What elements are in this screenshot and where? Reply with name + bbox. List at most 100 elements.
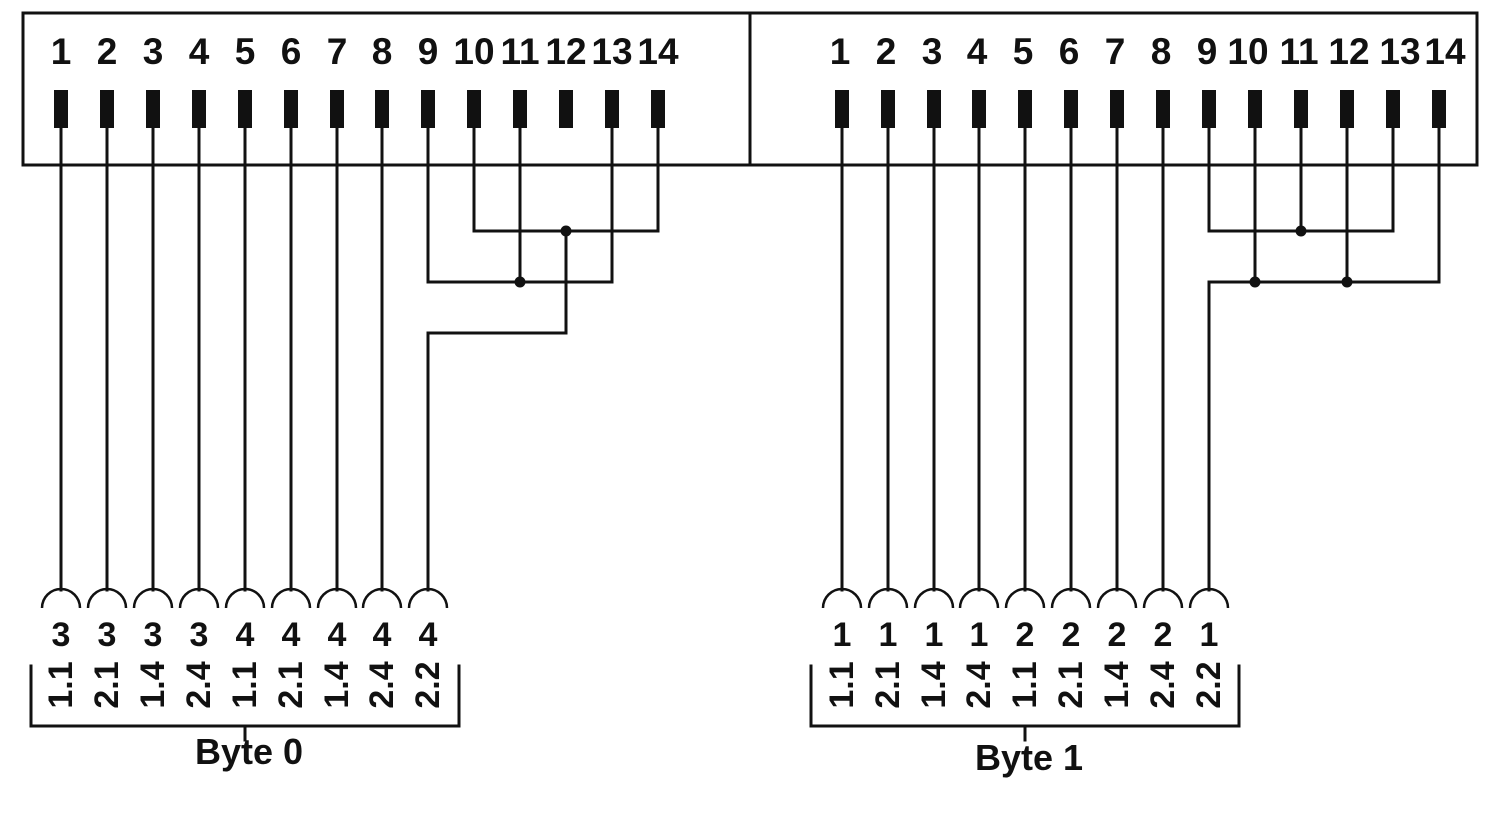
terminal-number-label: 4 [419, 616, 438, 654]
terminal-number-label: 3 [144, 616, 163, 654]
terminal-number-label: 4 [236, 616, 255, 654]
connector-pin [1110, 90, 1124, 128]
pin-number-label: 13 [591, 31, 632, 72]
terminal-socket [958, 587, 1000, 609]
pin-number-label: 10 [453, 31, 494, 72]
terminal-socket [316, 587, 358, 609]
byte-bracket [29, 664, 461, 742]
pin-number-label: 8 [372, 31, 393, 72]
pin-number-label: 4 [189, 31, 210, 72]
byte-label: Byte 0 [195, 731, 303, 772]
terminal-number-label: 3 [98, 616, 117, 654]
terminal-sub-label: 1.4 [915, 661, 953, 708]
connector-pin [100, 90, 114, 128]
connector-pin [972, 90, 986, 128]
pin-number-label: 13 [1379, 31, 1420, 72]
pin-number-label: 14 [637, 31, 679, 72]
wires [59, 126, 1441, 592]
connector-pin [192, 90, 206, 128]
terminal-sub-label: 1.1 [226, 661, 264, 708]
pin-number-label: 14 [1424, 31, 1466, 72]
pin-number-label: 4 [967, 31, 988, 72]
pin-number-label: 6 [281, 31, 302, 72]
terminal-sub-label: 2.1 [1052, 661, 1090, 708]
junction-dot [560, 225, 572, 237]
connector-pin [927, 90, 941, 128]
connector-pin [375, 90, 389, 128]
terminal-socket [1188, 587, 1230, 609]
connector-pin [1064, 90, 1078, 128]
terminal-socket [1004, 587, 1046, 609]
connector-pin [238, 90, 252, 128]
terminal-socket [132, 587, 174, 609]
byte-label: Byte 1 [975, 737, 1083, 778]
terminal-number-label: 2 [1062, 616, 1081, 654]
terminal-sub-label: 1.4 [1098, 661, 1136, 708]
pin-number-label: 3 [143, 31, 164, 72]
terminal-sub-label: 1.1 [42, 661, 80, 708]
pin-number-label: 6 [1059, 31, 1080, 72]
terminal-number-label: 4 [282, 616, 301, 654]
terminal-socket [407, 587, 449, 609]
wire [426, 229, 568, 592]
connector-pin [835, 90, 849, 128]
terminal-sub-label: 2.4 [960, 661, 998, 708]
terminal-number-label: 1 [925, 616, 944, 654]
terminal-socket [224, 587, 266, 609]
terminal-sub-label: 2.1 [272, 661, 310, 708]
pin-number-label: 5 [235, 31, 256, 72]
terminal-number-label: 2 [1016, 616, 1035, 654]
terminal-number-label: 3 [190, 616, 209, 654]
pin-number-label: 12 [1328, 31, 1369, 72]
pin-number-label: 7 [1105, 31, 1126, 72]
connector-pin [330, 90, 344, 128]
terminal-number-label: 4 [373, 616, 392, 654]
pin-number-label: 7 [327, 31, 348, 72]
pin-number-label: 10 [1227, 31, 1268, 72]
terminal-socket [821, 587, 863, 609]
terminal-socket [867, 587, 909, 609]
pin-number-label: 2 [97, 31, 118, 72]
pin-number-label: 5 [1013, 31, 1034, 72]
pin-number-label: 9 [418, 31, 439, 72]
pin-number-label: 8 [1151, 31, 1172, 72]
terminals: 31.132.131.432.441.142.141.442.442.211.1… [40, 587, 1230, 709]
terminal-socket [270, 587, 312, 609]
byte-groups: Byte 0 Byte 1 [29, 664, 1241, 778]
terminal-number-label: 2 [1108, 616, 1127, 654]
connector-pin [54, 90, 68, 128]
terminal-sub-label: 1.4 [134, 661, 172, 708]
pin-number-label: 12 [545, 31, 586, 72]
connector-pin [146, 90, 160, 128]
connector-pin [559, 90, 573, 128]
junction-dot [1295, 225, 1307, 237]
junction-dot [1249, 276, 1261, 288]
terminal-socket [40, 587, 82, 609]
terminal-sub-label: 2.1 [869, 661, 907, 708]
connector-pin [1340, 90, 1354, 128]
junction-dot [1341, 276, 1353, 288]
connector-pin [421, 90, 435, 128]
terminal-sub-label: 2.2 [409, 661, 447, 708]
connector-pin [513, 90, 527, 128]
terminal-number-label: 1 [833, 616, 852, 654]
terminal-sub-label: 2.4 [363, 661, 401, 708]
pin-number-label: 2 [876, 31, 897, 72]
pin-number-label: 3 [922, 31, 943, 72]
terminal-socket [361, 587, 403, 609]
terminal-number-label: 2 [1154, 616, 1173, 654]
terminal-sub-label: 2.4 [180, 661, 218, 708]
connector-pin [651, 90, 665, 128]
connector-pin [1202, 90, 1216, 128]
connector-pin [881, 90, 895, 128]
byte-bracket [809, 664, 1241, 742]
pin-number-label: 1 [51, 31, 72, 72]
terminal-socket [86, 587, 128, 609]
terminal-number-label: 1 [1200, 616, 1219, 654]
terminal-number-label: 1 [879, 616, 898, 654]
connector-pin [1156, 90, 1170, 128]
terminal-socket [913, 587, 955, 609]
connector-pin [1248, 90, 1262, 128]
terminal-socket [1096, 587, 1138, 609]
